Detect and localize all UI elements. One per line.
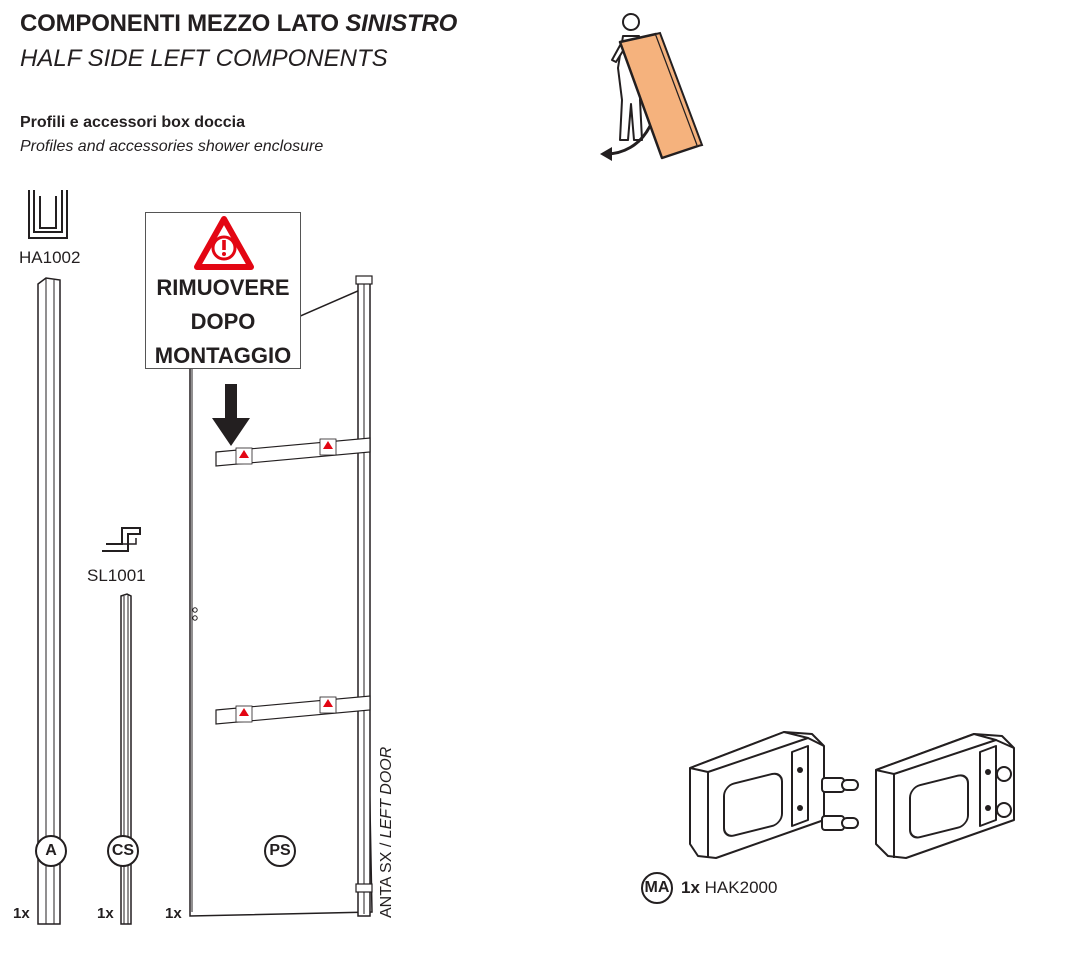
label-ps: PS — [264, 835, 296, 867]
label-cs: CS — [107, 835, 139, 867]
hinge-caption: MA 1x HAK2000 — [641, 872, 777, 904]
warning-box: RIMUOVERE DOPO MONTAGGIO — [145, 212, 301, 369]
seal-section-icon — [102, 527, 141, 552]
door-caption: ANTA SX / LEFT DOOR — [378, 746, 395, 918]
page-title: COMPONENTI MEZZO LATO SINISTRO — [20, 10, 458, 37]
section-subtitle: Profiles and accessories shower enclosur… — [20, 138, 324, 155]
warning-text: RIMUOVERE DOPO MONTAGGIO — [154, 275, 292, 368]
label-a: A — [35, 835, 67, 867]
down-arrow-icon — [212, 384, 250, 446]
profile-section-icon — [28, 190, 68, 239]
profile-a-bar — [37, 277, 61, 925]
seal-cs-strip — [120, 593, 132, 925]
label-ma: MA — [641, 872, 673, 904]
person-carrying-panel-icon — [600, 13, 704, 161]
section-title: Profili e accessori box doccia — [20, 114, 245, 131]
qty-a: 1x — [13, 905, 30, 922]
component-a-code: HA1002 — [19, 248, 81, 267]
page-subtitle: HALF SIDE LEFT COMPONENTS — [20, 45, 388, 72]
door-panel-drawing — [189, 275, 373, 917]
qty-cs: 1x — [97, 905, 114, 922]
qty-ps: 1x — [165, 905, 182, 922]
hinge-qty-code: 1x HAK2000 — [681, 878, 778, 897]
component-cs-code: SL1001 — [87, 566, 146, 585]
hinge-icon — [689, 731, 1015, 859]
warning-triangle-icon — [194, 216, 254, 270]
